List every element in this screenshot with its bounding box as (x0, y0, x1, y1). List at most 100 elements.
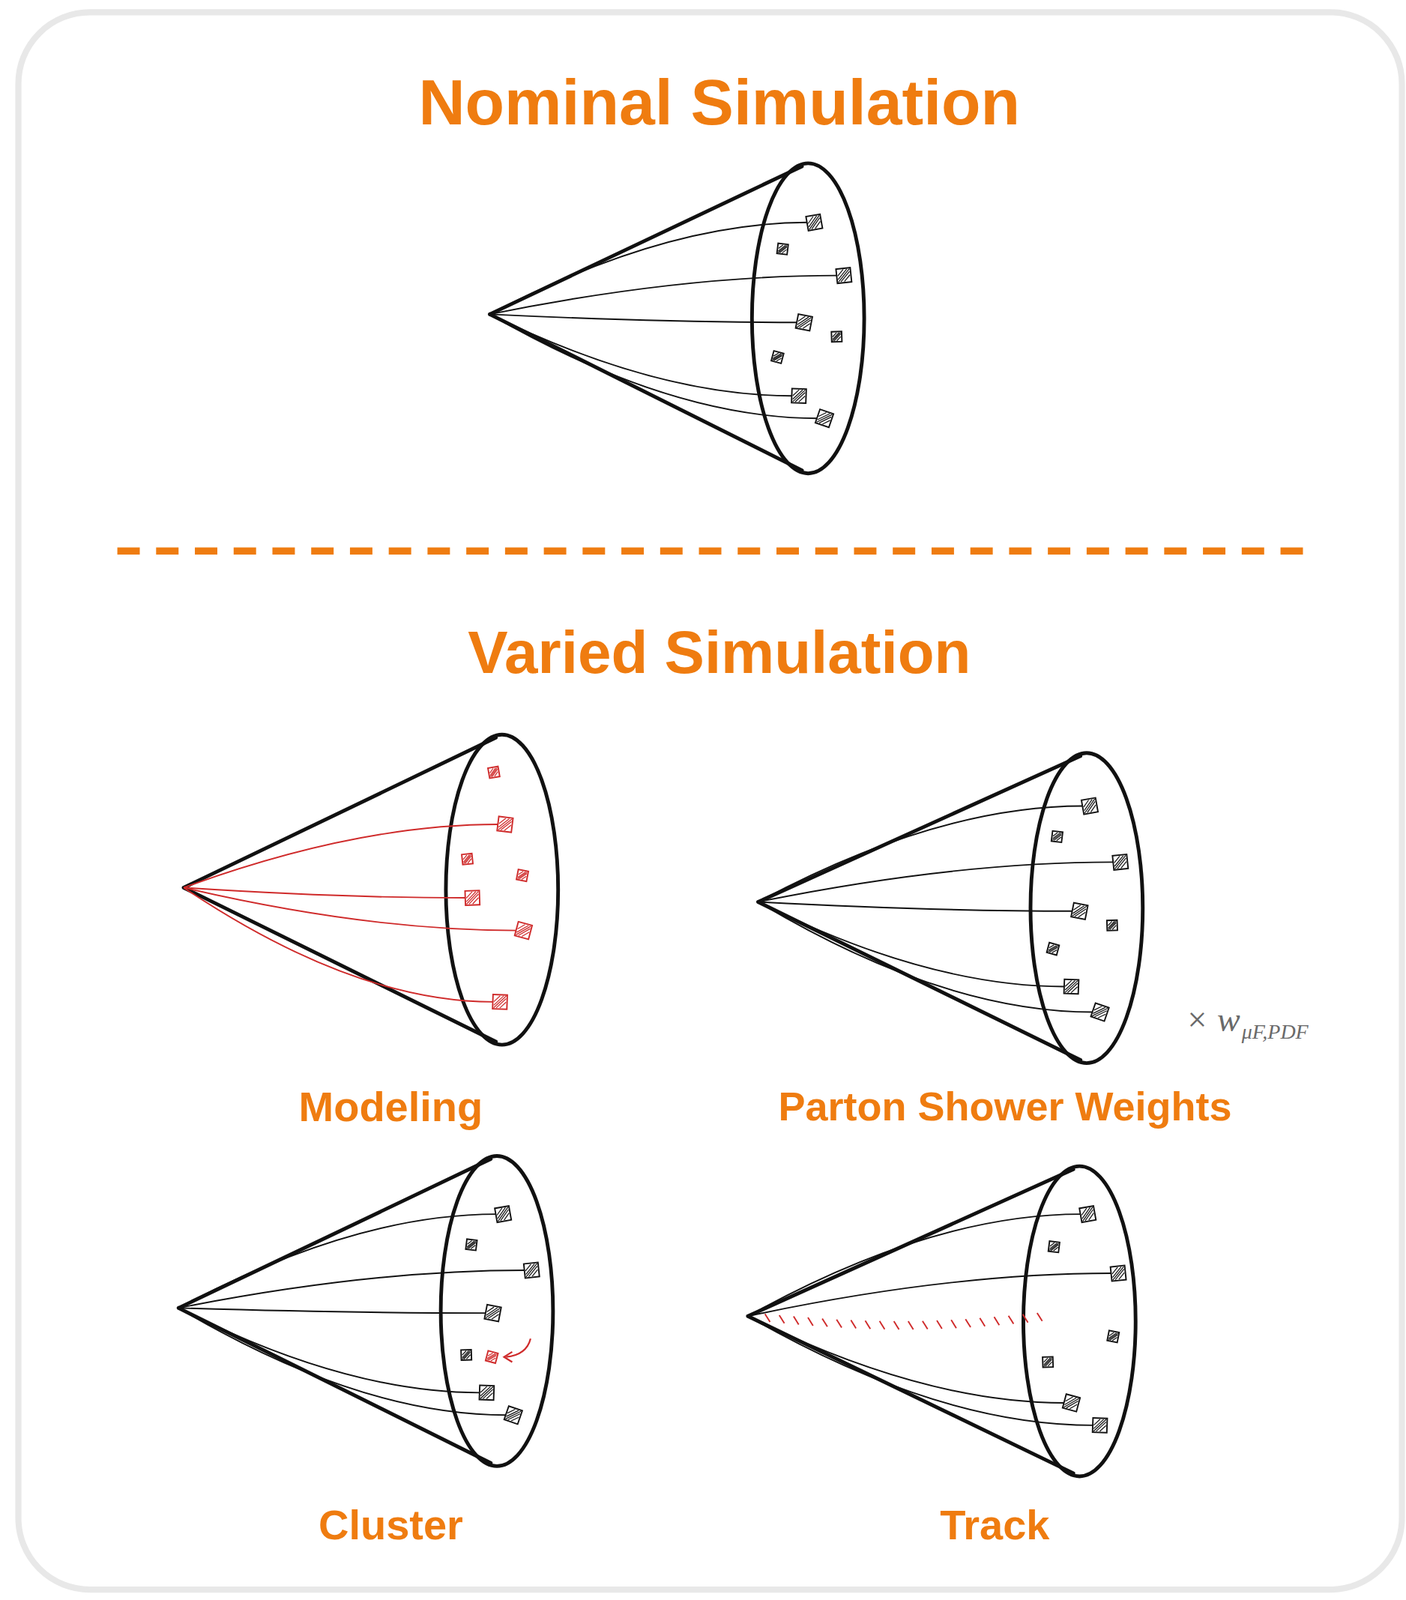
particle-box (523, 1262, 540, 1278)
hatch (480, 1386, 491, 1397)
hatch (493, 995, 500, 1002)
weight-subscript: μF,PDF (1241, 1020, 1309, 1045)
section-heading: Varied Simulation (467, 619, 971, 686)
hatch (813, 221, 821, 228)
hatch (493, 995, 507, 1009)
lost-track-hatch (864, 1320, 871, 1329)
hatch (1108, 1331, 1119, 1342)
particle-box (516, 869, 529, 882)
particle-box (1106, 1330, 1119, 1343)
hatch (792, 389, 806, 403)
hatch (499, 1002, 506, 1009)
hatch (1064, 980, 1071, 987)
hatch (1052, 831, 1062, 841)
hatch (1111, 1266, 1122, 1278)
particle (777, 243, 789, 255)
particle (795, 314, 813, 331)
particle (835, 267, 852, 284)
particle-box (777, 243, 789, 255)
lost-track-hatch (922, 1321, 928, 1330)
hatch (1116, 858, 1128, 869)
jet-cone (178, 1155, 554, 1466)
hatch (1107, 921, 1116, 930)
particle-box (1064, 979, 1080, 995)
particle (523, 1262, 540, 1278)
cone-rim (1023, 1166, 1136, 1477)
hatch (1063, 1395, 1079, 1411)
particle (465, 1238, 477, 1251)
hatch (807, 215, 822, 230)
frame (18, 11, 1403, 1590)
hatch (519, 872, 527, 880)
hatch (1082, 798, 1098, 814)
hatch (1120, 861, 1128, 869)
hatch (527, 1265, 539, 1277)
particle-box (1062, 1394, 1080, 1412)
hatch (490, 768, 499, 777)
particle-box (461, 853, 473, 865)
panel-label: Cluster (318, 1501, 464, 1549)
hatch (1118, 1272, 1125, 1280)
particle (1112, 854, 1128, 871)
particle (1042, 1356, 1054, 1368)
lost-track-hatch (879, 1321, 886, 1330)
hatch (792, 389, 803, 400)
particle-box (479, 1385, 495, 1401)
hatch (816, 410, 833, 427)
particle-box (791, 388, 807, 404)
jet-cone (489, 163, 865, 474)
hatch (500, 820, 512, 832)
panel-label: Track (939, 1501, 1050, 1549)
hatch (1082, 799, 1090, 807)
hatch (531, 1269, 539, 1277)
particle-box (464, 890, 480, 906)
particle (487, 766, 500, 779)
particle-box (1090, 1002, 1109, 1021)
track-line (183, 824, 499, 888)
cone-rim (1030, 753, 1143, 1064)
hatch (1113, 855, 1121, 863)
particle (831, 331, 842, 342)
track-line (183, 887, 466, 898)
particle-box (1042, 1356, 1054, 1368)
particle-box (831, 331, 842, 342)
hatch (1064, 980, 1078, 994)
particle (1081, 797, 1098, 814)
hatch (482, 1388, 493, 1399)
hatch (499, 817, 506, 825)
lost-track-hatch (779, 1315, 785, 1324)
hatch (466, 891, 473, 898)
track-line (758, 902, 1074, 912)
track-line (489, 314, 793, 396)
hatch (499, 1209, 511, 1221)
particle (1110, 1265, 1127, 1282)
hatch (524, 1263, 539, 1278)
particle-box (795, 314, 813, 331)
hatch (837, 269, 851, 283)
track-line (758, 861, 1114, 902)
hatch (1045, 1359, 1053, 1367)
particle (494, 1205, 512, 1223)
particle (484, 1304, 501, 1322)
particle-box (1048, 1241, 1060, 1253)
particle (460, 1349, 472, 1361)
track-line (489, 222, 808, 315)
cone-side (183, 737, 497, 1042)
track-line (183, 887, 494, 1002)
hatch (485, 1306, 500, 1321)
hatch (504, 824, 512, 832)
hatch (1111, 1267, 1119, 1275)
lost-track-hatch (807, 1317, 814, 1326)
track-line (178, 1214, 497, 1308)
hatch (1083, 1209, 1095, 1221)
shift-arrow-head (504, 1352, 513, 1363)
particle-box (805, 214, 823, 231)
hatch (799, 318, 811, 330)
hatch (1070, 986, 1077, 993)
hatch (1109, 922, 1116, 930)
particle (1079, 1205, 1096, 1223)
hatch (472, 897, 479, 904)
hatch (466, 891, 479, 905)
particle-box (1110, 1265, 1127, 1282)
jet-cone (758, 753, 1143, 1064)
